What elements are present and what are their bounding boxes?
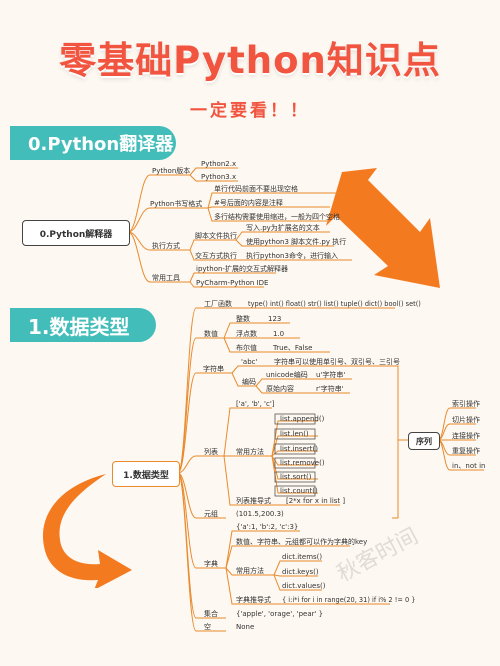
unicode-example: u'字符串' xyxy=(316,371,346,379)
curved-arrow-icon xyxy=(42,474,132,588)
list-comp-example: [2*x for x in list ] xyxy=(286,497,346,505)
list-example: ['a', 'b', 'c'] xyxy=(236,400,275,408)
bool-example: True、False xyxy=(273,344,313,352)
dict-key-note: 数值、字符串、元组都可以作为字典的key xyxy=(236,538,368,546)
interpreter-root-node: 0.Python解释器 xyxy=(22,220,130,246)
list-method: list.sort() xyxy=(280,473,312,481)
sequence-node: 序列 xyxy=(408,432,440,450)
string-abc: 'abc' xyxy=(241,358,258,366)
tool-item: PyCharm-Python IDE xyxy=(196,279,269,287)
interactive-exec-item: 执行python3命令，进行输入 xyxy=(246,252,338,260)
none-example: None xyxy=(236,623,255,631)
section-banner-interpreter: 0.Python翻译器 xyxy=(10,126,176,160)
dict-method: dict.keys() xyxy=(282,568,319,576)
format-node: Python书写格式 xyxy=(150,200,203,208)
tools-node: 常用工具 xyxy=(152,274,180,282)
down-arrow-icon xyxy=(326,168,440,288)
int-node: 整数 xyxy=(236,315,250,323)
string-abc-desc: 字符串可以使用单引号、双引号、三引号 xyxy=(274,358,400,366)
python3-node: Python3.x xyxy=(201,173,237,181)
factory-functions: type() int() float() str() list() tuple(… xyxy=(248,300,421,308)
dict-method: dict.items() xyxy=(282,553,323,561)
tuple-example: (101.5,200.3) xyxy=(236,510,284,518)
set-node: 集合 xyxy=(204,610,218,618)
number-node: 数值 xyxy=(204,330,218,338)
tuple-node: 元组 xyxy=(204,510,218,518)
set-example: {'apple', 'orage', 'pear' } xyxy=(236,610,324,618)
list-method: list.count() xyxy=(280,487,318,495)
python2-node: Python2.x xyxy=(201,160,237,168)
string-node: 字符串 xyxy=(203,365,224,373)
dict-comp-node: 字典推导式 xyxy=(236,596,271,604)
tool-item: ipython-扩展的交互式解释器 xyxy=(196,265,288,273)
sequence-op: 索引操作 xyxy=(452,400,480,408)
sequence-op: 连接操作 xyxy=(452,432,480,440)
list-comp-node: 列表推导式 xyxy=(236,497,271,505)
list-method: list.len() xyxy=(280,430,309,438)
script-exec-item: 使用python3 脚本文件.py 执行 xyxy=(246,238,347,246)
encoding-node: 编码 xyxy=(242,378,256,386)
list-method: list.insert() xyxy=(280,445,318,453)
none-node: 空 xyxy=(204,623,211,631)
page-title: 零基础Python知识点 xyxy=(59,39,441,82)
dict-methods-node: 常用方法 xyxy=(236,567,264,575)
dict-method: dict.values() xyxy=(282,582,326,590)
dict-node: 字典 xyxy=(204,560,218,568)
dict-example: {'a':1, 'b':2, 'c':3} xyxy=(236,523,299,531)
list-method: list.append() xyxy=(280,415,325,423)
float-node: 浮点数 xyxy=(236,330,257,338)
format-item: 单行代码前面不要出现空格 xyxy=(214,185,298,193)
factory-node: 工厂函数 xyxy=(204,300,232,308)
format-item: 多行结构需要使用缩进，一般为四个空格 xyxy=(214,213,340,221)
bool-node: 布尔值 xyxy=(236,344,257,352)
page-subtitle: 一定要看！！ xyxy=(190,101,310,121)
list-node: 列表 xyxy=(204,448,218,456)
exec-node: 执行方式 xyxy=(152,242,180,250)
list-methods-node: 常用方法 xyxy=(236,448,264,456)
datatypes-root-node: 1.数据类型 xyxy=(112,461,180,487)
script-exec-item: 写入.py为扩展名的文本 xyxy=(246,224,320,232)
format-item: #号后面的内容是注释 xyxy=(214,199,283,207)
sequence-op: in、not in xyxy=(452,462,486,470)
dict-comp-example: { i:i*i for i in range(20, 31) if i% 2 !… xyxy=(282,596,416,604)
raw-example: r'字符串' xyxy=(316,385,344,393)
float-example: 1.0 xyxy=(273,330,285,338)
sequence-op: 切片操作 xyxy=(452,416,480,424)
script-exec-node: 脚本文件执行 xyxy=(195,232,237,240)
sequence-op: 重复操作 xyxy=(452,447,480,455)
int-example: 123 xyxy=(268,315,282,323)
python-version-node: Python版本 xyxy=(152,167,191,175)
list-method: list.remove() xyxy=(280,459,325,467)
section-banner-datatypes: 1.数据类型 xyxy=(10,308,156,342)
interactive-exec-node: 交互方式执行 xyxy=(195,252,237,260)
unicode-node: unicode编码 xyxy=(266,371,308,379)
raw-node: 原始内容 xyxy=(266,385,294,393)
